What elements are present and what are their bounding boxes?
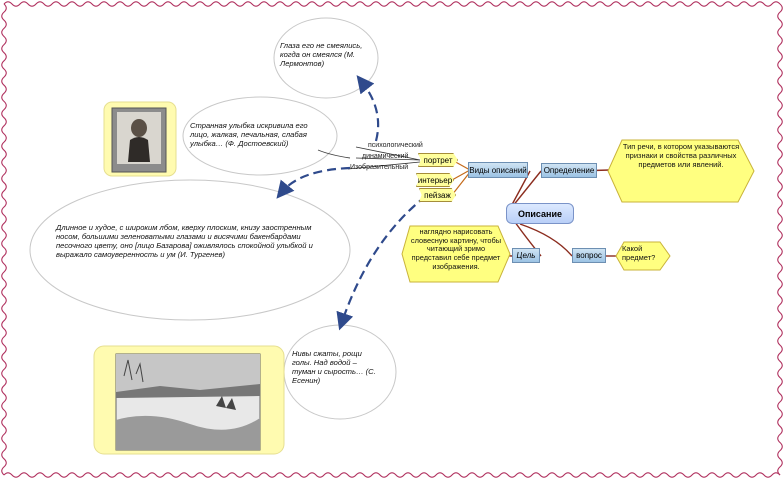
- quote-bubble-lermontov: [273, 17, 379, 99]
- portrait-kind-dynamic[interactable]: динамический: [362, 153, 409, 160]
- quote-esenin: Нивы сжаты, рощи голы. Над водой – туман…: [292, 349, 376, 385]
- quote-lermontov: Глаза его не смеялись, когда он смеялся …: [280, 41, 363, 68]
- center-node-opisanie[interactable]: Описание: [506, 203, 574, 224]
- type-label-portret: портрет: [423, 155, 453, 165]
- goal-label: Цель: [516, 251, 536, 260]
- quote-dostoevsky: Странная улыбка искривила его лицо, жалк…: [190, 121, 308, 148]
- goal-text: наглядно нарисовать словесную картину, ч…: [410, 227, 502, 271]
- question-text: Какой предмет?: [622, 244, 656, 262]
- center-node-label: Описание: [517, 208, 563, 219]
- types-hub-node[interactable]: Виды описаний: [468, 162, 528, 178]
- type-label-interer: интерьер: [417, 175, 453, 185]
- goal-hex-shape: [401, 225, 511, 283]
- type-node-portret[interactable]: портрет: [418, 153, 458, 167]
- question-label-node[interactable]: вопрос: [572, 248, 606, 263]
- quote-bubble-turgenev: [29, 179, 351, 321]
- type-node-interer[interactable]: интерьер: [416, 173, 454, 187]
- type-label-peizazh: пейзаж: [424, 190, 451, 200]
- types-hub-label: Виды описаний: [469, 165, 527, 175]
- question-label: вопрос: [576, 251, 602, 260]
- quote-turgenev: Длинное и худое, с широким лбом, кверху …: [56, 223, 313, 259]
- question-hex-shape: [615, 241, 671, 271]
- quote-bubble-dostoevsky: [182, 96, 338, 176]
- type-node-peizazh[interactable]: пейзаж: [419, 188, 456, 202]
- definition-text: Тип речи, в котором указываются признаки…: [622, 142, 740, 169]
- definition-label-node[interactable]: Определение: [541, 163, 597, 178]
- definition-label: Определение: [543, 166, 595, 175]
- portrait-kind-pictorial[interactable]: Изобразительный: [350, 164, 409, 171]
- portrait-kind-psychological[interactable]: психологический: [368, 142, 423, 149]
- goal-label-node[interactable]: Цель: [512, 248, 540, 263]
- definition-hex-shape: [607, 139, 755, 203]
